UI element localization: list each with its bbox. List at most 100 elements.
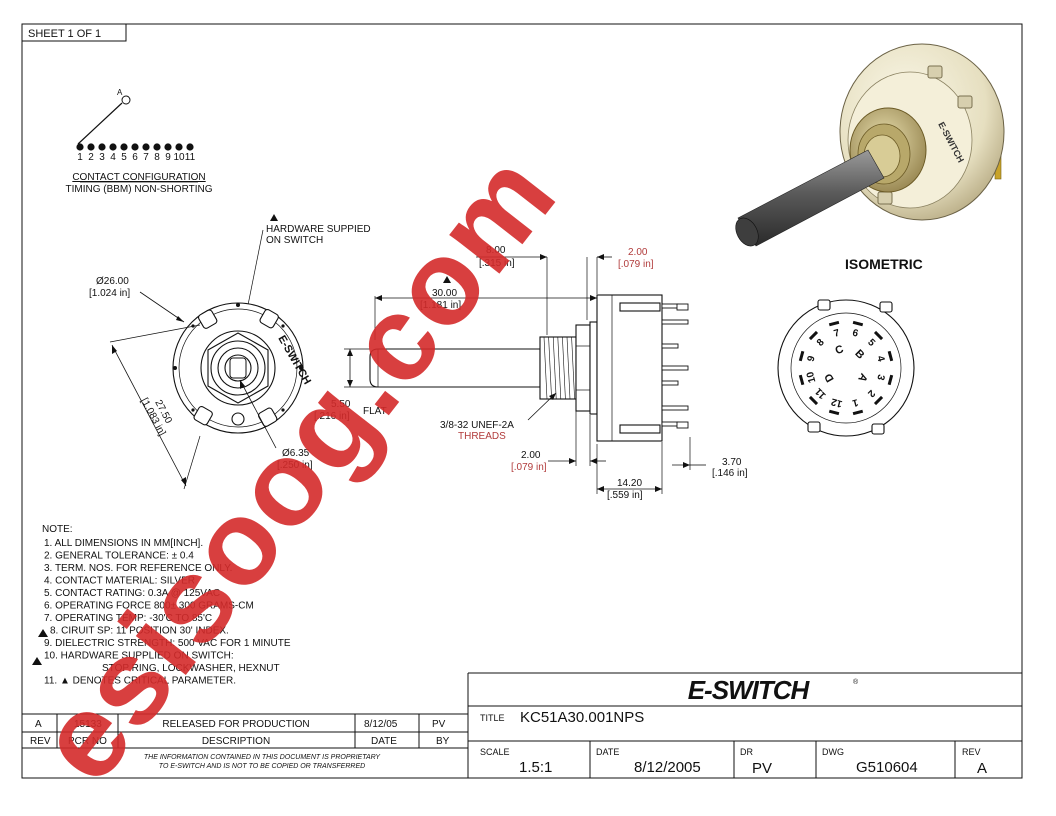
rev-block-value: A bbox=[977, 760, 987, 777]
dim-d635-in: [.250 in] bbox=[277, 460, 313, 471]
rear-terminal-label: 3 bbox=[874, 373, 886, 382]
note-line: 11. ▲ DENOTES CRITICAL PARAMETER. bbox=[44, 676, 236, 687]
dim-len8-mm: 8.00 bbox=[486, 245, 506, 256]
rev-description: RELEASED FOR PRODUCTION bbox=[162, 719, 309, 730]
note-line: 10. HARDWARE SUPPLIED ON SWITCH: bbox=[44, 651, 234, 662]
contact-dot bbox=[87, 143, 95, 151]
note-line: 4. CONTACT MATERIAL: SILVER bbox=[44, 576, 195, 587]
note-line: 7. OPERATING TEMP: -30'C TO 85'C bbox=[44, 613, 212, 624]
dim-len2a-mm: 2.00 bbox=[628, 247, 648, 258]
contact-dot bbox=[164, 143, 172, 151]
hardware-note-line2: ON SWITCH bbox=[266, 235, 323, 246]
contact-dot bbox=[142, 143, 150, 151]
rear-pole-label: C bbox=[834, 343, 846, 357]
rear-terminal-label: 1 bbox=[851, 396, 860, 408]
rev-header-description: DESCRIPTION bbox=[202, 736, 270, 747]
rear-terminal-label: 10 bbox=[805, 370, 819, 384]
dim-len30-in: [1.181 in] bbox=[420, 300, 461, 311]
rear-terminal-label: 12 bbox=[830, 395, 844, 409]
note-line: 5. CONTACT RATING: 0.3A @ 125VAC bbox=[44, 588, 220, 599]
svg-text:®: ® bbox=[853, 678, 859, 686]
rev-date: 8/12/05 bbox=[364, 719, 398, 730]
pole-label: A bbox=[117, 88, 123, 97]
contact-number: 5 bbox=[121, 152, 127, 163]
rev-label: REV bbox=[962, 747, 981, 757]
note-line: 6. OPERATING FORCE 800± 300 GRAMS-CM bbox=[44, 601, 254, 612]
contact-dot bbox=[109, 143, 117, 151]
contact-number: 8 bbox=[154, 152, 160, 163]
dim-len14-in: [.559 in] bbox=[607, 490, 643, 501]
dim-d635-mm: Ø6.35 bbox=[282, 448, 310, 459]
note-line: 3. TERM. NOS. FOR REFERENCE ONLY. bbox=[44, 563, 232, 574]
date-value: 8/12/2005 bbox=[634, 759, 701, 776]
contact-dot bbox=[120, 143, 128, 151]
proprietary-notice-1: THE INFORMATION CONTAINED IN THIS DOCUME… bbox=[144, 754, 382, 761]
contact-number: 2 bbox=[88, 152, 94, 163]
dim-len2b-in: [.079 in] bbox=[511, 462, 547, 473]
contact-number: 6 bbox=[132, 152, 138, 163]
revision-table: A 15133 RELEASED FOR PRODUCTION 8/12/05 … bbox=[22, 713, 468, 770]
title-value: KC51A30.001NPS bbox=[520, 709, 644, 726]
contact-dot bbox=[131, 143, 139, 151]
date-label: DATE bbox=[596, 747, 619, 757]
dim-len8-in: [.315 in] bbox=[479, 258, 515, 269]
rear-terminal-label: 7 bbox=[833, 328, 842, 340]
contact-number: 9 bbox=[165, 152, 171, 163]
front-view: HARDWARE SUPPIED ON SWITCH E-SWITCH Ø26.… bbox=[89, 214, 371, 490]
title-logo: E-SWITCH bbox=[688, 675, 811, 705]
thread-spec: 3/8-32 UNEF-2A bbox=[440, 420, 514, 431]
isometric-render: E-SWITCH ISOMETRIC bbox=[735, 43, 1005, 272]
note-line: 2. GENERAL TOLERANCE: ± 0.4 bbox=[44, 551, 194, 562]
isometric-label: ISOMETRIC bbox=[845, 256, 923, 272]
contact-dot bbox=[186, 143, 194, 151]
contact-number: 3 bbox=[99, 152, 105, 163]
dim-len14-mm: 14.20 bbox=[617, 478, 642, 489]
contact-number: 11 bbox=[185, 152, 196, 163]
rev-by: PV bbox=[432, 719, 446, 730]
contact-number: 7 bbox=[143, 152, 149, 163]
title-label: TITLE bbox=[480, 713, 505, 723]
dim-len2b-mm: 2.00 bbox=[521, 450, 541, 461]
contact-config-subtitle: TIMING (BBM) NON-SHORTING bbox=[65, 184, 212, 195]
dr-value: PV bbox=[752, 760, 772, 777]
note-line: 1. ALL DIMENSIONS IN MM[INCH]. bbox=[44, 538, 203, 549]
rev-header-date: DATE bbox=[371, 736, 397, 747]
dim-len30-mm: 30.00 bbox=[432, 288, 457, 299]
dwg-label: DWG bbox=[822, 747, 844, 757]
sheet-border bbox=[21, 23, 1023, 779]
contact-dot bbox=[153, 143, 161, 151]
dim-flat-mm: 5.50 bbox=[331, 399, 351, 410]
rev-value: A bbox=[35, 719, 42, 730]
note-line: STOP RING, LOCKWASHER, HEXNUT bbox=[102, 663, 280, 674]
rev-pcr: 15133 bbox=[74, 719, 102, 730]
thread-label: THREADS bbox=[458, 431, 506, 442]
dim-len37-mm: 3.70 bbox=[722, 457, 742, 468]
side-view: 8.00 [.315 in] 2.00 [.079 in] 30.00 [1.1… bbox=[314, 245, 748, 501]
dr-label: DR bbox=[740, 747, 753, 757]
proprietary-notice-2: TO E-SWITCH AND IS NOT TO BE COPIED OR T… bbox=[159, 763, 365, 770]
title-block: E-SWITCH ® TITLE KC51A30.001NPS SCALE 1.… bbox=[467, 672, 1022, 778]
dwg-value: G510604 bbox=[856, 759, 918, 776]
dim-len37-in: [.146 in] bbox=[712, 468, 748, 479]
dim-d26-mm: Ø26.00 bbox=[96, 276, 129, 287]
rev-header-by: BY bbox=[436, 736, 450, 747]
dim-flat-label: FLAT bbox=[363, 406, 387, 417]
rev-header-pcr: PCR NO bbox=[68, 736, 107, 747]
sheet-label: SHEET 1 OF 1 bbox=[28, 28, 101, 40]
rear-terminal-label: 4 bbox=[874, 355, 886, 364]
contact-number: 4 bbox=[110, 152, 116, 163]
dim-d26-in: [1.024 in] bbox=[89, 288, 130, 299]
note-line: 8. CIRUIT SP: 11 POSITION 30' INDEX. bbox=[50, 626, 229, 637]
contact-dot bbox=[175, 143, 183, 151]
contact-number: 10 bbox=[173, 152, 185, 163]
scale-value: 1.5:1 bbox=[519, 759, 552, 776]
contact-number: 1 bbox=[77, 152, 83, 163]
contact-dot bbox=[98, 143, 106, 151]
rear-terminal-label: 9 bbox=[806, 354, 818, 363]
notes-block: NOTE: 1. ALL DIMENSIONS IN MM[INCH]. 2. G… bbox=[32, 524, 291, 687]
notes-heading: NOTE: bbox=[42, 524, 73, 535]
hardware-note-line1: HARDWARE SUPPIED bbox=[266, 224, 371, 235]
